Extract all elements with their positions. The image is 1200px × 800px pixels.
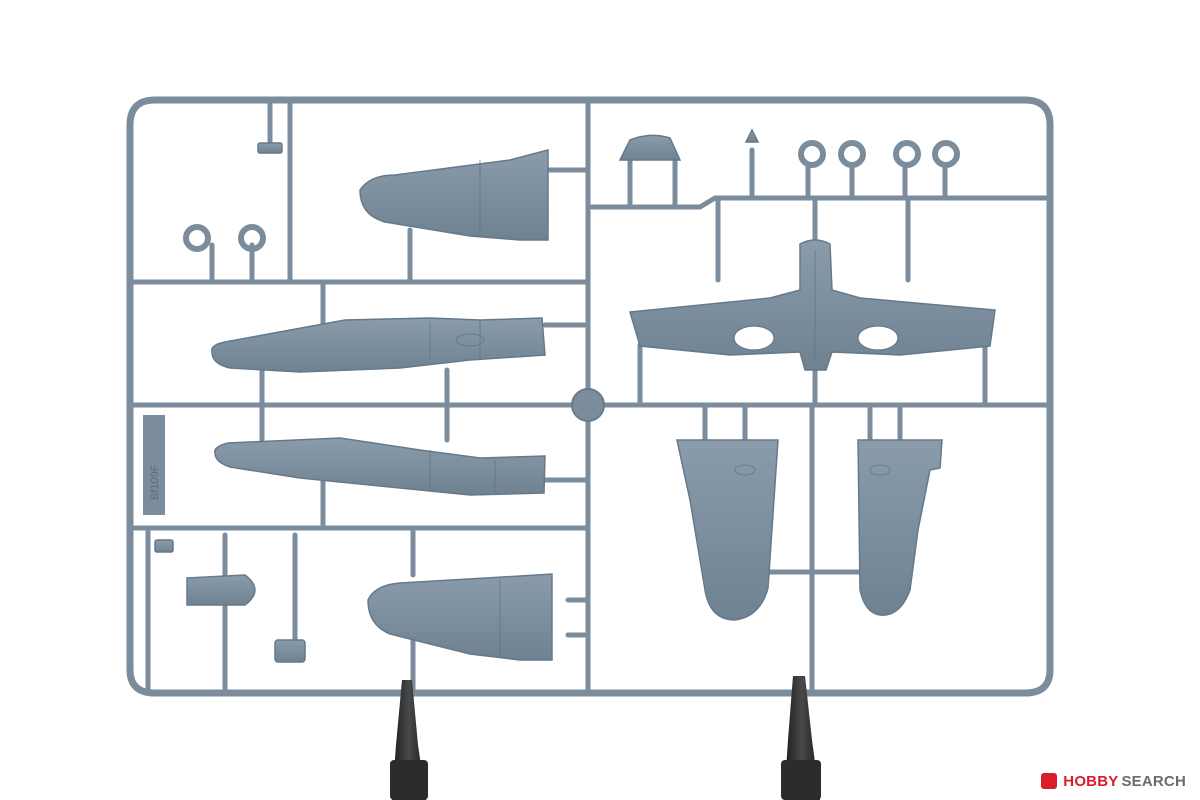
- stand-left: [390, 680, 428, 800]
- sprue-rings: [183, 140, 960, 252]
- watermark-text: HOBBY SEARCH: [1063, 773, 1186, 790]
- wheel-well-cutouts: [733, 325, 899, 351]
- hobby-search-watermark: HOBBY SEARCH: [1041, 770, 1186, 792]
- stand-right: [781, 676, 821, 800]
- hobby-search-logo-icon: [1041, 773, 1058, 789]
- panel-lines: [429, 160, 891, 656]
- sprue-label-tab: [143, 415, 165, 515]
- sprue-gate: [571, 388, 605, 422]
- aircraft-parts: [154, 128, 996, 663]
- sprue-frame: [126, 96, 1054, 697]
- watermark-brand-search: SEARCH: [1121, 772, 1186, 790]
- watermark-brand-hobby: HOBBY: [1063, 772, 1119, 790]
- sprue-vertical-label: Bf109F: [149, 464, 161, 500]
- sprue-runners: [127, 97, 1053, 696]
